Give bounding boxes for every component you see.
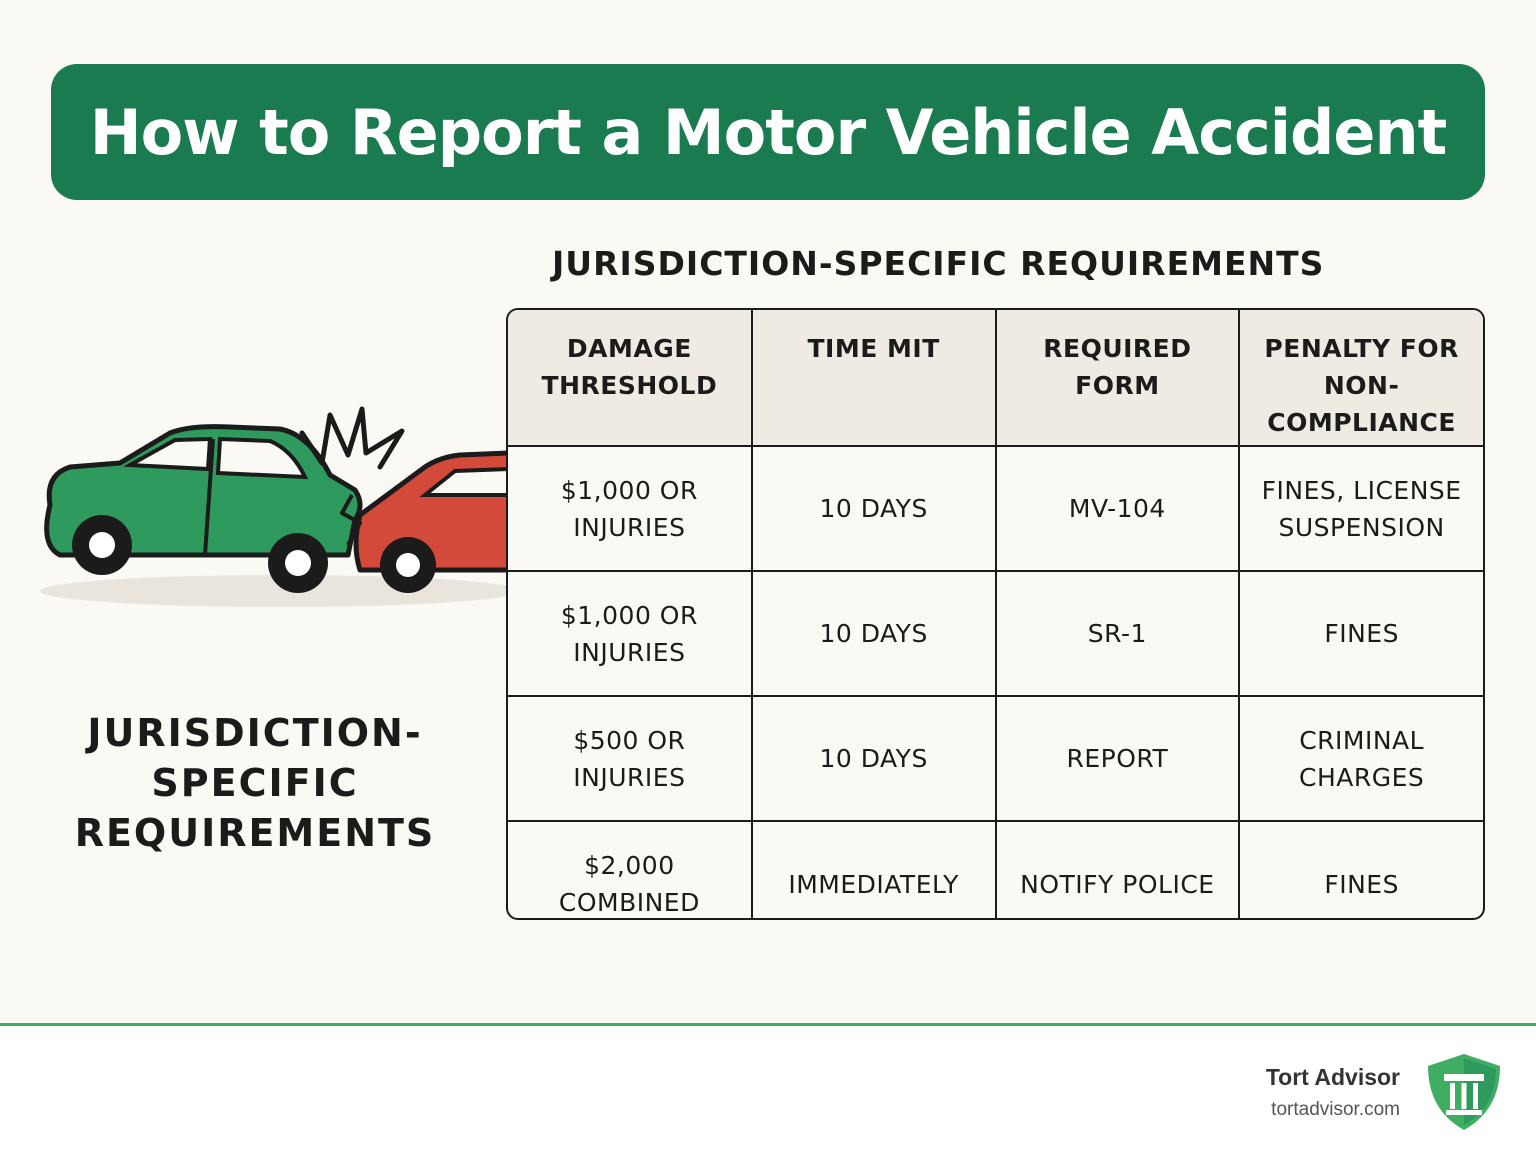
shield-pillar-logo-icon — [1428, 1054, 1500, 1130]
table-cell: MV-104 — [994, 445, 1241, 572]
table-cell: 10 DAYS — [750, 695, 997, 822]
table-row: $500 OR INJURIES 10 DAYS REPORT CRIMINAL… — [508, 695, 1483, 822]
side-title: JURISDICTION-SPECIFIC REQUIREMENTS — [74, 711, 436, 855]
table-row: $1,000 OR INJURIES 10 DAYS SR-1 FINES — [508, 570, 1483, 697]
table-cell: IMMEDIATELY — [750, 820, 997, 918]
requirements-table: DAMAGE THRESHOLD TIME MIT REQUIRED FORM … — [506, 308, 1485, 920]
table-cell: NOTIFY POLICE — [994, 820, 1241, 918]
table-cell: FINES, LICENSE SUSPENSION — [1238, 445, 1483, 572]
brand-url[interactable]: tortadvisor.com — [1271, 1099, 1400, 1120]
table-header-row: DAMAGE THRESHOLD TIME MIT REQUIRED FORM … — [508, 310, 1483, 447]
column-header: PENALTY FOR NON-COMPLIANCE — [1238, 310, 1483, 447]
table-cell: REPORT — [994, 695, 1241, 822]
table-row: $1,000 OR INJURIES 10 DAYS MV-104 FINES,… — [508, 445, 1483, 572]
car-collision-illustration — [40, 406, 510, 607]
page-title: How to Report a Motor Vehicle Accident — [89, 95, 1447, 169]
brand-name: Tort Advisor — [1265, 1064, 1400, 1090]
title-banner: How to Report a Motor Vehicle Accident — [51, 64, 1485, 200]
table-cell: $2,000 COMBINED — [508, 820, 753, 918]
footer-divider — [0, 1023, 1536, 1026]
table-title: JURISDICTION-SPECIFIC REQUIREMENTS — [552, 244, 1325, 283]
column-header: DAMAGE THRESHOLD — [508, 310, 753, 447]
table-cell: 10 DAYS — [750, 570, 997, 697]
table-cell: FINES — [1238, 570, 1483, 697]
table-cell: FINES — [1238, 820, 1483, 918]
footer — [0, 1026, 1536, 1154]
table-cell: $500 OR INJURIES — [508, 695, 753, 822]
table-cell: CRIMINAL CHARGES — [1238, 695, 1483, 822]
table-cell: $1,000 OR INJURIES — [508, 445, 753, 572]
table-cell: $1,000 OR INJURIES — [508, 570, 753, 697]
table-cell: SR-1 — [994, 570, 1241, 697]
column-header: REQUIRED FORM — [994, 310, 1241, 447]
table-row: $2,000 COMBINED IMMEDIATELY NOTIFY POLIC… — [508, 820, 1483, 918]
table-cell: 10 DAYS — [750, 445, 997, 572]
column-header: TIME MIT — [750, 310, 997, 447]
